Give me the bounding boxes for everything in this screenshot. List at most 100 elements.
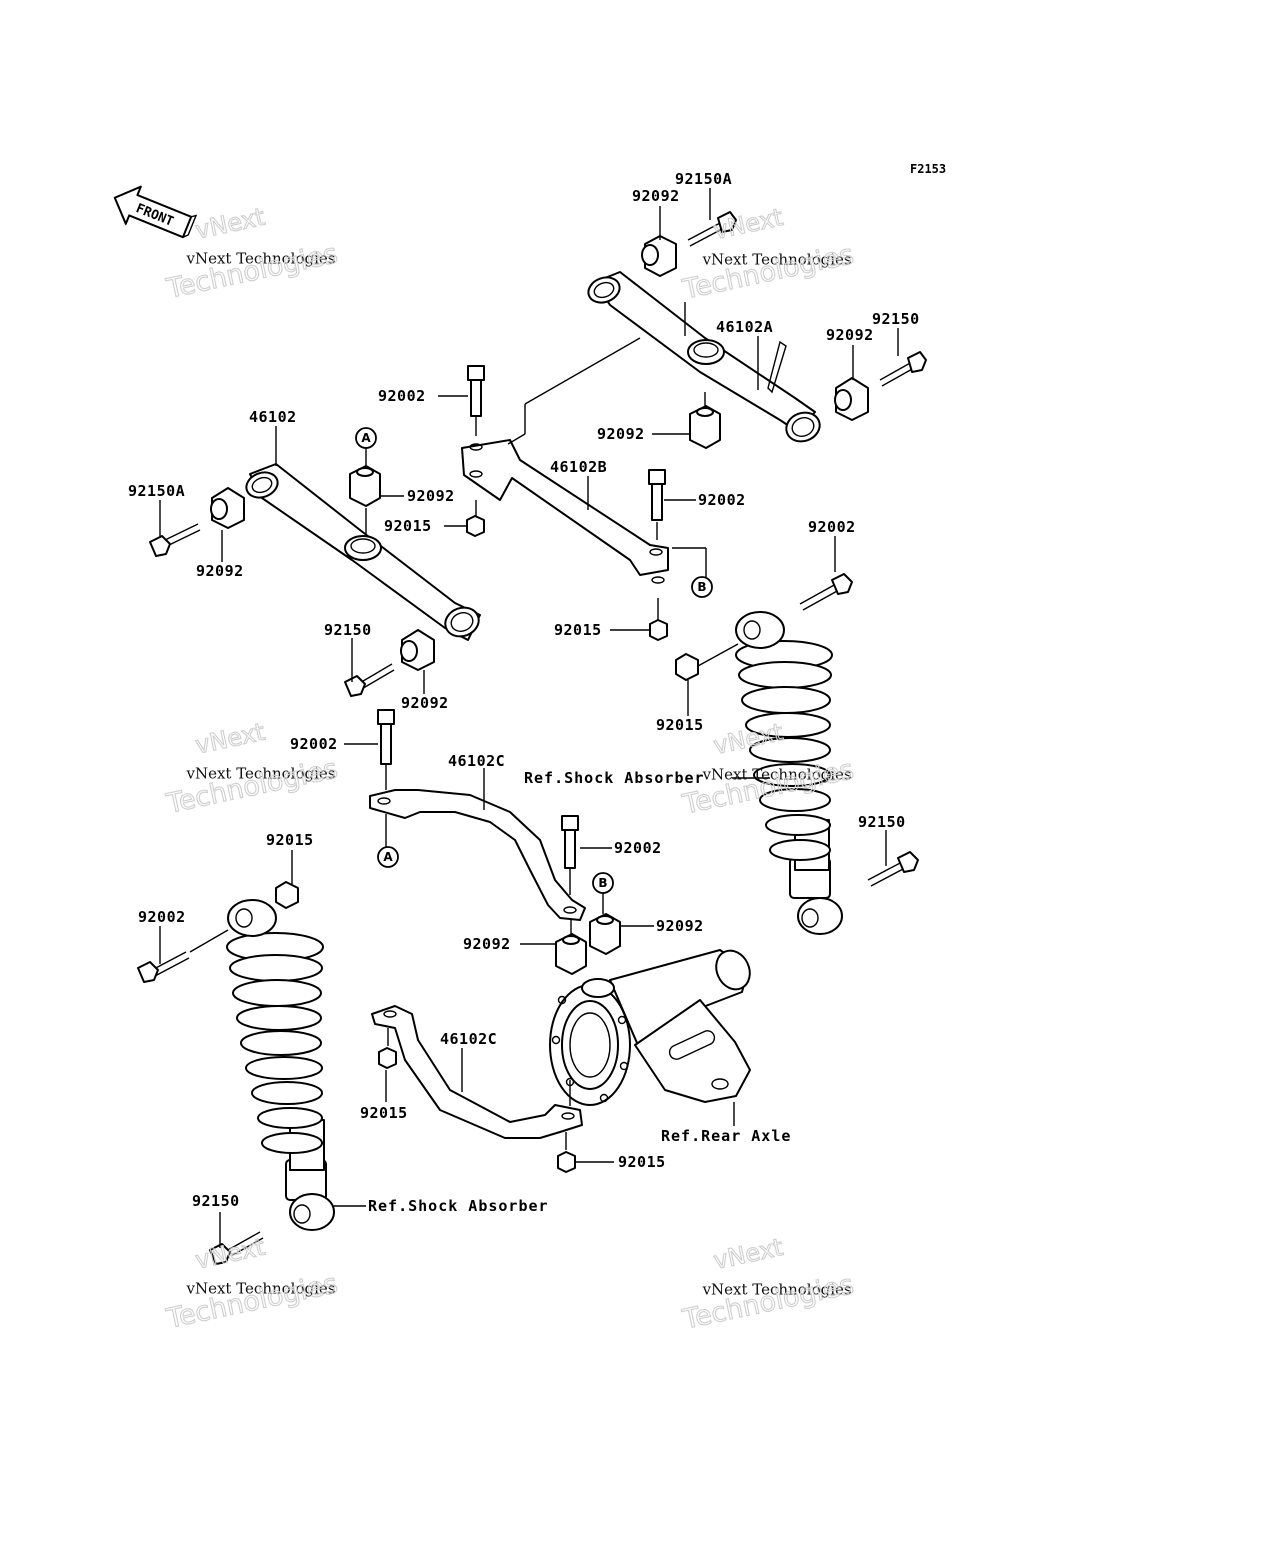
nut-92015-center [466,515,485,537]
label-92002-left: 92002 [290,735,338,753]
svg-text:B: B [598,876,607,890]
bolt-92002-axle [561,815,579,869]
label-46102A: 46102A [716,318,773,336]
bolt-92150A-top [687,211,737,247]
stabilizer-46102C-lower [371,1005,583,1139]
ref-shock-absorber-upper: Ref.Shock Absorber [524,769,705,787]
bolt-92150A-left [149,523,201,557]
figure-id: F2153 [910,162,946,176]
bolt-92002-left [377,709,395,765]
bolt-92150-right [879,351,927,387]
label-92150A-left: 92150A [128,482,185,500]
label-92150-bottom: 92150 [192,1192,240,1210]
label-92092-left: 92092 [196,562,244,580]
label-46102C-upper: 46102C [448,752,505,770]
svg-text:A: A [383,850,393,864]
label-92015-lower-right: 92015 [618,1153,666,1171]
label-92092-center: 92092 [407,487,455,505]
label-92150A-top: 92150A [675,170,732,188]
label-92002-shock-left: 92002 [138,908,186,926]
callout-circle-b-upper: B [691,576,713,598]
rear-axle-housing [549,949,751,1106]
stabilizer-46102C-upper [369,789,586,921]
label-92092-axle-left: 92092 [463,935,511,953]
arm-46102 [245,463,481,641]
shock-absorber-left [226,899,335,1231]
bolt-92002-top [467,365,485,417]
bolt-92002-midright [648,469,666,521]
svg-text:Technologies: Technologies [163,1268,340,1335]
bushing-92092-low [400,629,435,671]
nut-92015-shock-right [675,653,699,681]
bushing-92092-top [641,235,677,277]
svg-text:Technologies: Technologies [679,239,856,306]
bolt-92002-shock-left [137,951,190,983]
part-labels: 92150A 92092 46102A 92092 92150 92002 92… [128,170,920,1210]
bushing-92092-center [349,465,381,507]
label-92092-axle-right: 92092 [656,917,704,935]
label-92150-right: 92150 [872,310,920,328]
svg-text:vNext: vNext [711,203,785,245]
label-46102C-lower: 46102C [440,1030,497,1048]
svg-text:vNext Technologies: vNext Technologies [702,1280,852,1298]
bolt-92150-left [344,663,395,697]
nut-92015-bracket [649,619,668,641]
front-arrow-icon: FRONT [113,185,198,239]
label-92015-lower-left: 92015 [360,1104,408,1122]
shock-left-spring [226,932,324,1154]
svg-text:Technologies: Technologies [163,753,340,820]
label-92015-left: 92015 [266,831,314,849]
watermark-mid-left: vNext vNext Technologies Technologies [163,717,341,820]
label-92015-shock-right: 92015 [656,716,704,734]
watermark-bottom-left: vNext vNext Technologies Technologies [163,1232,341,1335]
svg-text:vNext: vNext [711,1233,785,1275]
svg-text:vNext: vNext [193,718,267,760]
svg-text:Technologies: Technologies [163,238,340,305]
svg-text:vNext Technologies: vNext Technologies [185,1280,335,1298]
bracket-46102B [461,439,669,584]
label-92150-shock-right: 92150 [858,813,906,831]
label-46102B: 46102B [550,458,607,476]
shock-absorber-right [735,611,843,935]
label-92092-top: 92092 [632,187,680,205]
bushing-92092-left [210,487,245,529]
axle-mount-ring [581,978,615,998]
svg-text:Technologies: Technologies [679,1269,856,1336]
bolt-92002-shock-right [799,573,853,611]
label-46102: 46102 [249,408,297,426]
leader-lines [159,188,899,1248]
bushing-92092-mid [689,405,721,449]
watermark-bottom-right: vNext vNext Technologies Technologies [679,1233,857,1337]
label-92002-axle: 92002 [614,839,662,857]
label-92092-right: 92092 [826,326,874,344]
watermark-top-left: vNext vNext Technologies Technologies [163,202,341,305]
label-92002-top: 92002 [378,387,426,405]
callout-circle-b-lower: B [592,872,614,894]
svg-text:vNext Technologies: vNext Technologies [702,765,852,783]
svg-text:Technologies: Technologies [679,754,856,821]
watermark-top-right: vNext vNext Technologies Technologies [679,203,857,307]
callout-circle-a-lower: A [377,846,399,868]
label-92002-midright: 92002 [698,491,746,509]
label-92092-low: 92092 [401,694,449,712]
svg-text:vNext: vNext [193,203,267,245]
bolt-92150-shock-right [867,851,919,887]
label-92015-bracket: 92015 [554,621,602,639]
svg-text:vNext Technologies: vNext Technologies [185,765,335,783]
nut-92015-left [275,881,299,909]
svg-text:vNext Technologies: vNext Technologies [185,250,335,268]
label-92092-mid: 92092 [597,425,645,443]
label-92002-shock-right: 92002 [808,518,856,536]
svg-text:A: A [361,431,371,445]
bushing-92092-axle-right [589,913,621,955]
svg-text:vNext Technologies: vNext Technologies [702,250,852,268]
label-92150-left: 92150 [324,621,372,639]
ref-rear-axle: Ref.Rear Axle [661,1127,791,1145]
label-92015-center: 92015 [384,517,432,535]
ref-shock-absorber-lower: Ref.Shock Absorber [368,1197,549,1215]
bushing-92092-right [834,377,869,421]
bushing-92092-axle-left [555,933,587,975]
arm-46102A [587,271,821,443]
